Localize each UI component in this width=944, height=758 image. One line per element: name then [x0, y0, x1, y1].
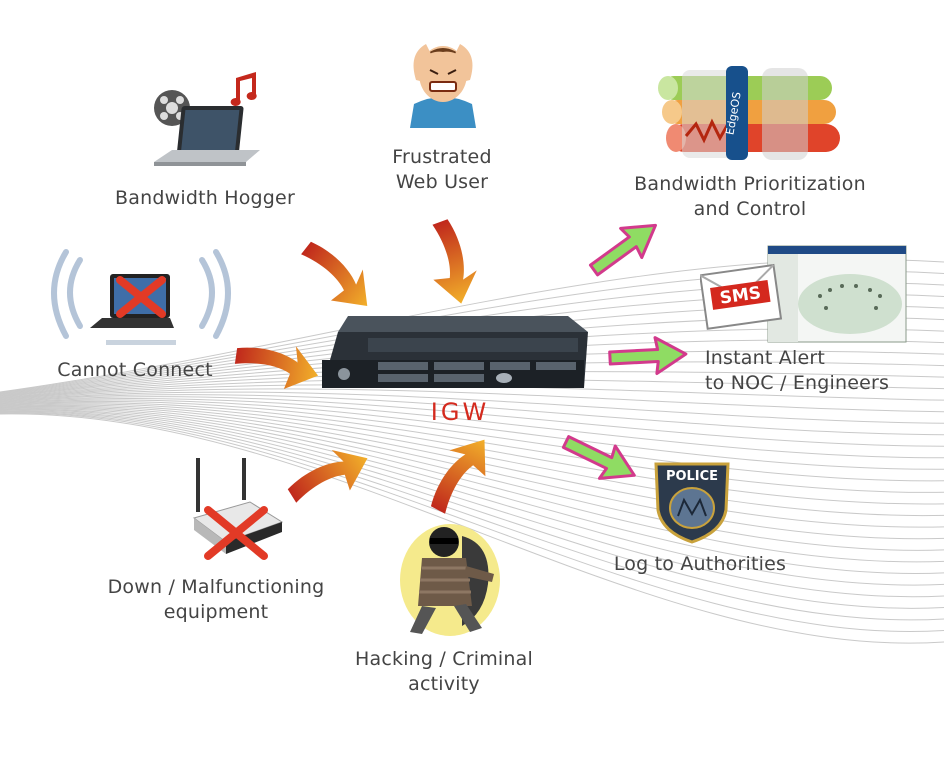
- bandwidth-pipes-icon: EdgeOS: [658, 66, 840, 160]
- label-hacking-line1: Hacking / Criminal: [355, 648, 533, 670]
- label-down-equipment: Down / Malfunctioning equipment: [96, 575, 336, 625]
- swoosh-line: [0, 408, 944, 563]
- label-prioritization-line1: Bandwidth Prioritization: [634, 173, 866, 195]
- burglar-icon: [400, 524, 500, 636]
- swoosh-line: [0, 391, 944, 424]
- swoosh-line: [0, 411, 944, 609]
- igw-label: IGW: [430, 398, 490, 426]
- swoosh-line: [0, 409, 944, 586]
- arrow-to-authorities: [561, 435, 636, 480]
- swoosh-line: [0, 412, 944, 632]
- arrow-from-hacking: [430, 439, 486, 514]
- laptop-media-icon: [154, 72, 260, 166]
- arrow-to-prioritization: [588, 223, 657, 277]
- label-prioritization: Bandwidth Prioritization and Control: [620, 172, 880, 222]
- swoosh-line: [0, 400, 944, 482]
- swoosh-line: [0, 410, 944, 598]
- swoosh-line: [0, 407, 944, 551]
- swoosh-line: [0, 394, 944, 436]
- swoosh-line: [0, 412, 944, 621]
- swoosh-line: [0, 399, 944, 470]
- label-bandwidth-hogger: Bandwidth Hogger: [115, 187, 295, 209]
- arrow-to-alert: [608, 336, 688, 376]
- sms-alert-icon: SMS: [700, 245, 907, 343]
- broken-router-icon: [192, 458, 284, 560]
- label-hacking-line2: activity: [408, 673, 480, 695]
- label-alert-line2: to NOC / Engineers: [705, 372, 890, 394]
- arrow-from-frustrated-user: [432, 219, 477, 304]
- label-authorities: Log to Authorities: [613, 553, 787, 575]
- label-cannot-connect: Cannot Connect: [57, 359, 213, 381]
- swoosh-line: [0, 388, 944, 413]
- swoosh-line: [0, 396, 944, 447]
- swoosh-line: [0, 408, 944, 575]
- police-badge-icon: POLICE: [654, 462, 730, 544]
- label-frustrated-user: Frustrated Web User: [362, 145, 522, 195]
- label-hacking: Hacking / Criminal activity: [332, 647, 556, 697]
- rack-server-icon: [322, 316, 588, 388]
- label-down-equipment-line2: equipment: [163, 601, 269, 623]
- frustrated-man-icon: [410, 44, 476, 128]
- swoosh-line: [0, 397, 944, 459]
- arrow-from-down-equipment: [287, 449, 368, 503]
- police-badge-text: POLICE: [666, 469, 718, 484]
- wifi-laptop-blocked-icon: [51, 249, 231, 345]
- swoosh-line: [0, 413, 944, 644]
- label-alert: Instant Alert to NOC / Engineers: [705, 346, 889, 396]
- label-frustrated-user-line2: Web User: [395, 171, 489, 193]
- label-alert-line1: Instant Alert: [705, 347, 825, 369]
- arrow-from-cannot-connect: [234, 346, 319, 389]
- arrow-from-bandwidth-hogger: [301, 241, 368, 307]
- label-frustrated-user-line1: Frustrated: [392, 146, 492, 168]
- label-down-equipment-line1: Down / Malfunctioning: [107, 576, 325, 598]
- label-prioritization-line2: and Control: [693, 198, 807, 220]
